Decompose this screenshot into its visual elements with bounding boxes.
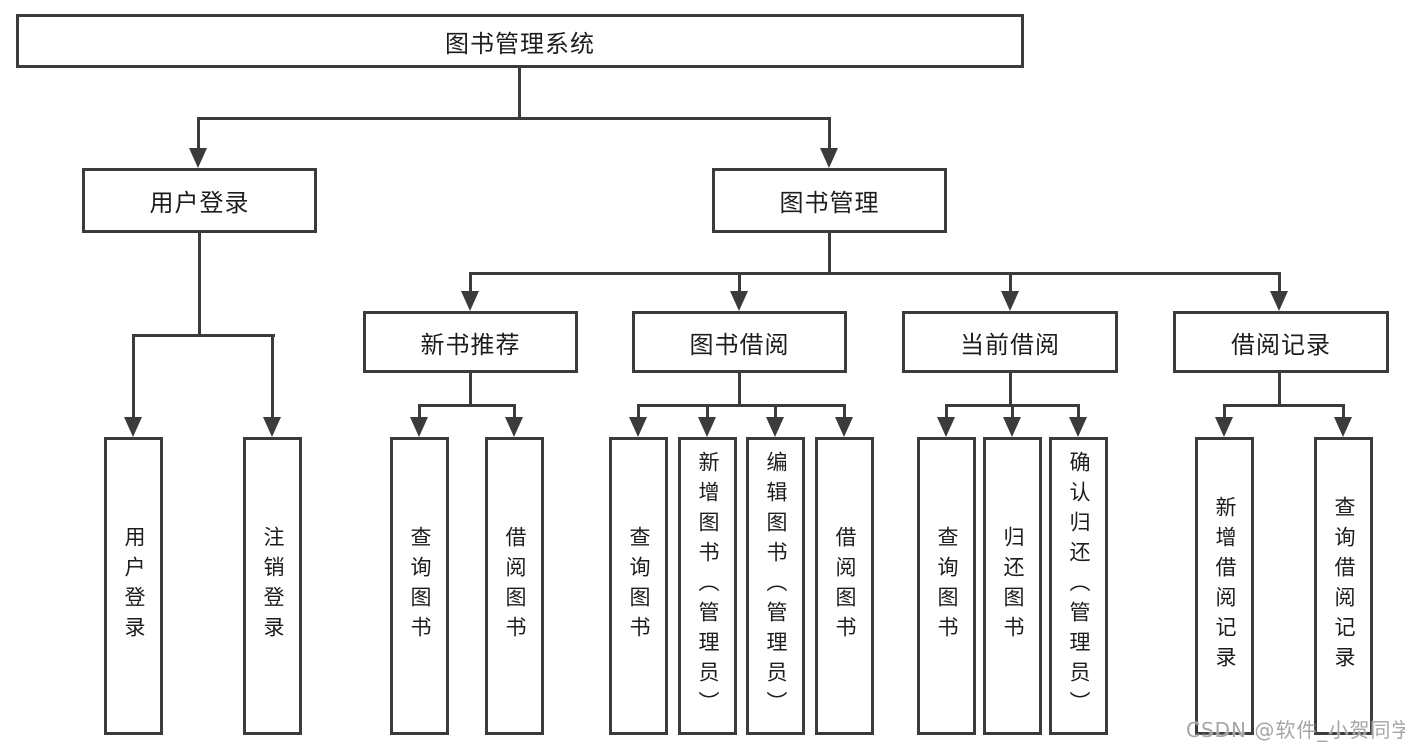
node-user-login: 用户登录 xyxy=(82,168,317,233)
connector-line xyxy=(198,233,201,337)
arrowhead-down-icon xyxy=(1001,291,1019,311)
arrowhead-down-icon xyxy=(1069,417,1087,437)
connector-line xyxy=(828,233,831,275)
connector-line xyxy=(706,404,709,420)
leaf-bb-add-book-admin: 新增图书（管理员） xyxy=(678,437,737,735)
leaf-cb-query-books: 查询图书 xyxy=(917,437,976,735)
connector-line xyxy=(1223,404,1345,407)
connector-line xyxy=(738,272,741,293)
node-book-borrowing: 图书借阅 xyxy=(632,311,847,373)
arrowhead-down-icon xyxy=(1215,417,1233,437)
connector-line xyxy=(271,334,274,419)
leaf-logout: 注销登录 xyxy=(243,437,302,735)
leaf-bb-edit-book-admin: 编辑图书（管理员） xyxy=(746,437,805,735)
connector-line xyxy=(418,404,421,420)
connector-line xyxy=(132,334,275,337)
connector-line xyxy=(469,272,472,293)
arrowhead-down-icon xyxy=(189,148,207,168)
leaf-br-query-borrow-record: 查询借阅记录 xyxy=(1314,437,1373,735)
node-current-borrowing: 当前借阅 xyxy=(902,311,1118,373)
leaf-nbr-borrow-books: 借阅图书 xyxy=(485,437,544,735)
arrowhead-down-icon xyxy=(263,417,281,437)
arrowhead-down-icon xyxy=(1334,417,1352,437)
connector-line xyxy=(1278,272,1281,293)
connector-line xyxy=(1342,404,1345,420)
csdn-watermark: CSDN @软件_小贺同学 xyxy=(1186,718,1405,742)
arrowhead-down-icon xyxy=(698,417,716,437)
connector-line xyxy=(637,404,846,407)
leaf-cb-confirm-return-admin: 确认归还（管理员） xyxy=(1049,437,1108,735)
connector-line xyxy=(637,404,640,420)
node-new-book-recommendation: 新书推荐 xyxy=(363,311,578,373)
arrowhead-down-icon xyxy=(1003,417,1021,437)
arrowhead-down-icon xyxy=(124,417,142,437)
connector-line xyxy=(843,404,846,420)
connector-line xyxy=(1009,272,1012,293)
connector-line xyxy=(469,272,1281,275)
leaf-nbr-query-books: 查询图书 xyxy=(390,437,449,735)
connector-line xyxy=(1223,404,1226,420)
node-library-system: 图书管理系统 xyxy=(16,14,1024,68)
connector-line xyxy=(828,117,831,149)
connector-line xyxy=(945,404,948,420)
connector-line xyxy=(1009,373,1012,407)
arrowhead-down-icon xyxy=(835,417,853,437)
connector-line xyxy=(518,68,521,120)
connector-line xyxy=(469,373,472,407)
leaf-user-login: 用户登录 xyxy=(104,437,163,735)
arrowhead-down-icon xyxy=(937,417,955,437)
arrowhead-down-icon xyxy=(730,291,748,311)
leaf-br-add-borrow-record: 新增借阅记录 xyxy=(1195,437,1254,735)
connector-line xyxy=(1278,373,1281,407)
arrowhead-down-icon xyxy=(820,148,838,168)
connector-line xyxy=(1011,404,1014,420)
connector-line xyxy=(774,404,777,420)
arrowhead-down-icon xyxy=(766,417,784,437)
leaf-cb-return-books: 归还图书 xyxy=(983,437,1042,735)
connector-line xyxy=(197,117,200,149)
leaf-bb-borrow-books: 借阅图书 xyxy=(815,437,874,735)
arrowhead-down-icon xyxy=(461,291,479,311)
arrowhead-down-icon xyxy=(1270,291,1288,311)
node-book-management: 图书管理 xyxy=(712,168,947,233)
arrowhead-down-icon xyxy=(410,417,428,437)
connector-line xyxy=(513,404,516,420)
arrowhead-down-icon xyxy=(629,417,647,437)
leaf-bb-query-books: 查询图书 xyxy=(609,437,668,735)
connector-line xyxy=(132,334,135,419)
connector-line xyxy=(197,117,831,120)
connector-line xyxy=(738,373,741,407)
connector-line xyxy=(418,404,516,407)
arrowhead-down-icon xyxy=(505,417,523,437)
connector-line xyxy=(1077,404,1080,420)
node-borrowing-records: 借阅记录 xyxy=(1173,311,1389,373)
